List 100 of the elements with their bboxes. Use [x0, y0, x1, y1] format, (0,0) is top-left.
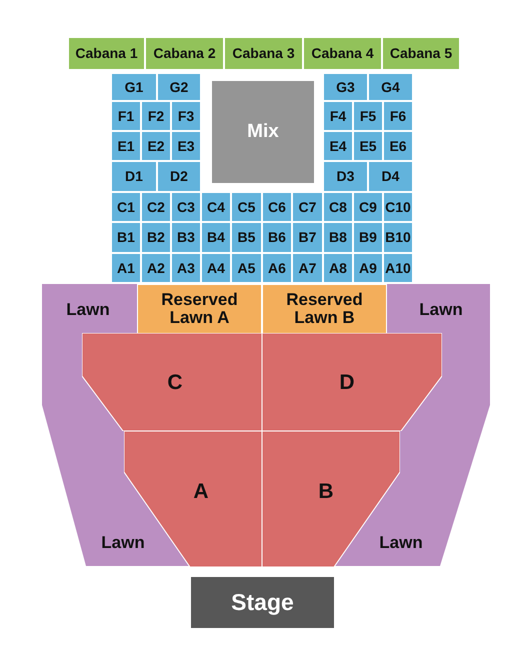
seating-section — [157, 73, 201, 101]
seating-section — [68, 37, 145, 70]
seating-section — [171, 192, 201, 222]
seating-section — [171, 131, 201, 161]
section-label: B6 — [268, 230, 286, 245]
seating-section — [231, 253, 262, 283]
section-label: A — [193, 480, 209, 504]
section-label: Reserved Lawn B — [285, 291, 364, 327]
section-label: Lawn — [379, 534, 423, 552]
section-label: A3 — [177, 260, 195, 276]
seating-section — [111, 73, 157, 101]
section-label: A7 — [298, 260, 316, 276]
section-label: C10 — [385, 200, 411, 214]
section-label: D4 — [382, 169, 400, 184]
seating-section — [262, 192, 292, 222]
section-label: E3 — [177, 138, 195, 154]
section-label: D3 — [336, 169, 354, 184]
section-label: A4 — [207, 260, 225, 276]
seating-section — [368, 73, 413, 101]
section-label: B8 — [329, 230, 347, 245]
section-label: E1 — [117, 138, 135, 154]
seating-section — [141, 192, 171, 222]
section-label: E6 — [389, 138, 407, 154]
seating-section — [292, 192, 323, 222]
section-label: C — [167, 372, 183, 394]
section-label: Stage — [231, 590, 294, 615]
section-label: B3 — [177, 230, 195, 245]
seating-section — [157, 161, 201, 192]
seating-section — [353, 101, 383, 131]
seating-section — [145, 37, 224, 70]
seating-section — [224, 37, 303, 70]
section-label: G1 — [124, 80, 144, 94]
section-label: F6 — [390, 108, 406, 124]
section-label: Lawn — [66, 301, 110, 319]
section-label: A1 — [117, 260, 135, 276]
seating-section — [383, 253, 413, 283]
section-label: G4 — [381, 80, 400, 94]
section-label: B1 — [117, 230, 135, 245]
seating-section — [383, 131, 413, 161]
section-label: F3 — [178, 108, 194, 124]
section-label: E4 — [329, 138, 347, 154]
lawn-area — [42, 284, 490, 567]
section-label: F5 — [360, 108, 376, 124]
section-label: C7 — [298, 200, 316, 214]
seating-section — [262, 222, 292, 253]
section-label: G3 — [336, 80, 355, 94]
section-label: Cabana 2 — [153, 46, 216, 61]
section-label: B9 — [359, 230, 377, 245]
seating-section — [323, 101, 353, 131]
section-label: D1 — [125, 169, 143, 184]
section-label: Lawn — [419, 301, 463, 319]
seating-section — [262, 253, 292, 283]
seating-section — [323, 73, 368, 101]
seating-section — [111, 161, 157, 192]
seating-section — [383, 192, 413, 222]
section-label: C3 — [177, 200, 195, 214]
seating-section — [141, 101, 171, 131]
section-label: Mix — [247, 122, 279, 142]
seating-section — [323, 131, 353, 161]
section-label: D — [339, 372, 355, 394]
section-label: A2 — [147, 260, 165, 276]
seating-section — [382, 37, 460, 70]
section-label: F4 — [330, 108, 346, 124]
section-label: Cabana 1 — [75, 46, 138, 61]
section-label: D2 — [170, 169, 188, 184]
seating-section — [171, 101, 201, 131]
section-label: C8 — [329, 200, 347, 214]
section-label: B5 — [238, 230, 256, 245]
section-label: A5 — [238, 260, 256, 276]
seating-section — [141, 253, 171, 283]
section-label: C6 — [268, 200, 286, 214]
section-label: A8 — [329, 260, 347, 276]
seating-section — [262, 284, 387, 334]
section-label: C4 — [207, 200, 225, 214]
seating-section — [141, 222, 171, 253]
seating-section — [262, 333, 442, 431]
seating-section — [231, 222, 262, 253]
section-label: B4 — [207, 230, 225, 245]
section-label: Cabana 4 — [311, 46, 374, 61]
seating-section — [353, 131, 383, 161]
section-label: Cabana 5 — [390, 46, 452, 61]
seating-section — [353, 253, 383, 283]
seating-section — [201, 192, 231, 222]
seating-section — [292, 253, 323, 283]
section-label: B7 — [298, 230, 316, 245]
section-label: E5 — [359, 138, 377, 154]
section-label: F2 — [148, 108, 164, 124]
seating-section — [231, 192, 262, 222]
seating-section — [323, 192, 353, 222]
section-label: A6 — [268, 260, 286, 276]
seating-section — [137, 284, 262, 334]
seating-section — [141, 131, 171, 161]
mix-area — [211, 80, 315, 184]
seating-section — [368, 161, 413, 192]
section-label: A10 — [385, 260, 411, 276]
section-label: C1 — [117, 200, 135, 214]
seating-section — [323, 161, 368, 192]
seating-section — [171, 253, 201, 283]
seating-section — [171, 222, 201, 253]
seating-section — [111, 222, 141, 253]
